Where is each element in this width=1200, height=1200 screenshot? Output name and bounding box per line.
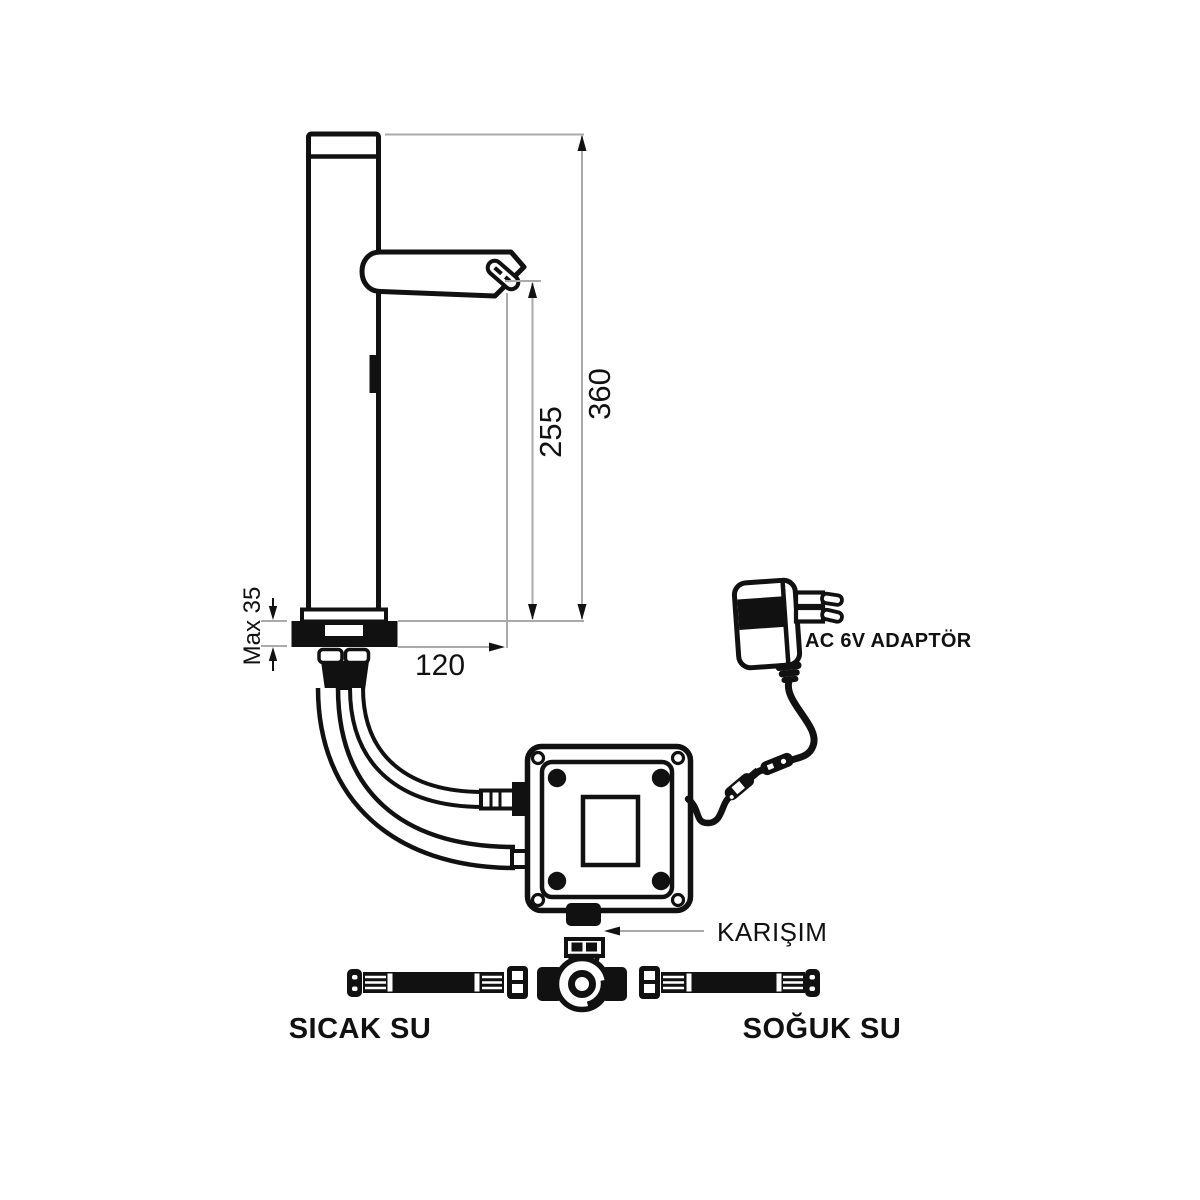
arrow-down-icon — [528, 604, 537, 620]
hose-nut — [639, 966, 660, 999]
adapter-cable — [779, 677, 818, 768]
mounting-nut — [321, 661, 369, 690]
dim-max35-label: Max 35 — [239, 587, 266, 666]
arrow-down-icon — [577, 604, 587, 620]
corner-hole — [670, 750, 686, 766]
panel-screw — [547, 768, 567, 788]
hose-end-cap — [347, 969, 362, 997]
arrow-right-icon — [489, 642, 505, 652]
plug-prong — [793, 605, 826, 624]
corner-hole — [530, 892, 546, 908]
arrow-up-icon — [268, 647, 278, 661]
thick-hose-outer-edge — [315, 687, 516, 871]
adapter-band — [737, 596, 786, 630]
cold-water-hose — [639, 966, 820, 999]
dim-120: 120 — [398, 642, 505, 682]
hose-body — [661, 972, 805, 993]
arrow-left-icon — [604, 926, 620, 936]
annotations: AC 6V ADAPTÖR KARIŞIM SICAK SU SOĞUK SU — [289, 629, 972, 1045]
mix-label: KARIŞIM — [717, 917, 827, 947]
arrow-up-icon — [528, 282, 537, 298]
mounting-assembly — [291, 607, 398, 690]
dimensions: 360 255 120 Max 35 — [239, 133, 617, 682]
hose-nut — [507, 966, 528, 999]
panel-screw — [651, 871, 671, 891]
cable-connectors — [684, 752, 794, 827]
nut-flat-left — [317, 647, 344, 665]
control-box — [524, 743, 694, 926]
adapter-front-edge — [780, 582, 791, 664]
cold-water-label: SOĞUK SU — [743, 1011, 902, 1045]
display-window — [580, 794, 641, 868]
plug-prong-tip — [820, 591, 844, 607]
corner-hole — [530, 750, 546, 766]
dim-max35: Max 35 — [239, 587, 287, 671]
faucet — [306, 131, 527, 613]
spout-sensor-window — [485, 258, 521, 292]
hose-body — [363, 972, 504, 993]
hose-fitting — [479, 788, 516, 811]
cable-plug-female — [724, 767, 761, 801]
thick-hose-inner-edge — [335, 687, 516, 850]
box-outlet-tab — [566, 903, 601, 926]
deck-plate-window — [325, 625, 363, 636]
plug-prong — [793, 590, 826, 609]
thin-hose-outer-edge — [348, 687, 484, 809]
supply-hoses — [315, 687, 539, 871]
cable-strain-relief — [775, 661, 802, 684]
plug-prong-tip — [820, 607, 844, 624]
box-cable — [684, 793, 734, 827]
adapter-label: AC 6V ADAPTÖR — [805, 629, 972, 652]
valve-shading — [586, 979, 610, 1011]
dim-255-label: 255 — [533, 406, 568, 458]
thin-hose-inner-edge — [361, 687, 484, 794]
power-adapter — [731, 577, 844, 768]
body-sensor-bar — [369, 355, 377, 393]
panel-screw — [651, 768, 671, 788]
mixing-valve — [537, 937, 627, 1013]
hot-water-label: SICAK SU — [289, 1013, 432, 1045]
arrow-down-icon — [268, 606, 278, 620]
corner-hole — [670, 892, 686, 908]
dim-360: 360 — [577, 135, 617, 620]
dim-255: 255 — [528, 282, 568, 620]
dim-360-label: 360 — [582, 368, 617, 420]
nut-flat-right — [343, 647, 371, 665]
hose-end-cap — [805, 969, 820, 997]
mix-callout: KARIŞIM — [604, 917, 827, 947]
dim-120-label: 120 — [415, 649, 465, 682]
arrow-up-icon — [577, 135, 587, 151]
valve-center-ring — [568, 970, 596, 998]
panel-screw — [547, 871, 567, 891]
faucet-body — [306, 131, 381, 613]
hot-water-hose — [347, 966, 528, 999]
base-flange — [300, 607, 388, 624]
